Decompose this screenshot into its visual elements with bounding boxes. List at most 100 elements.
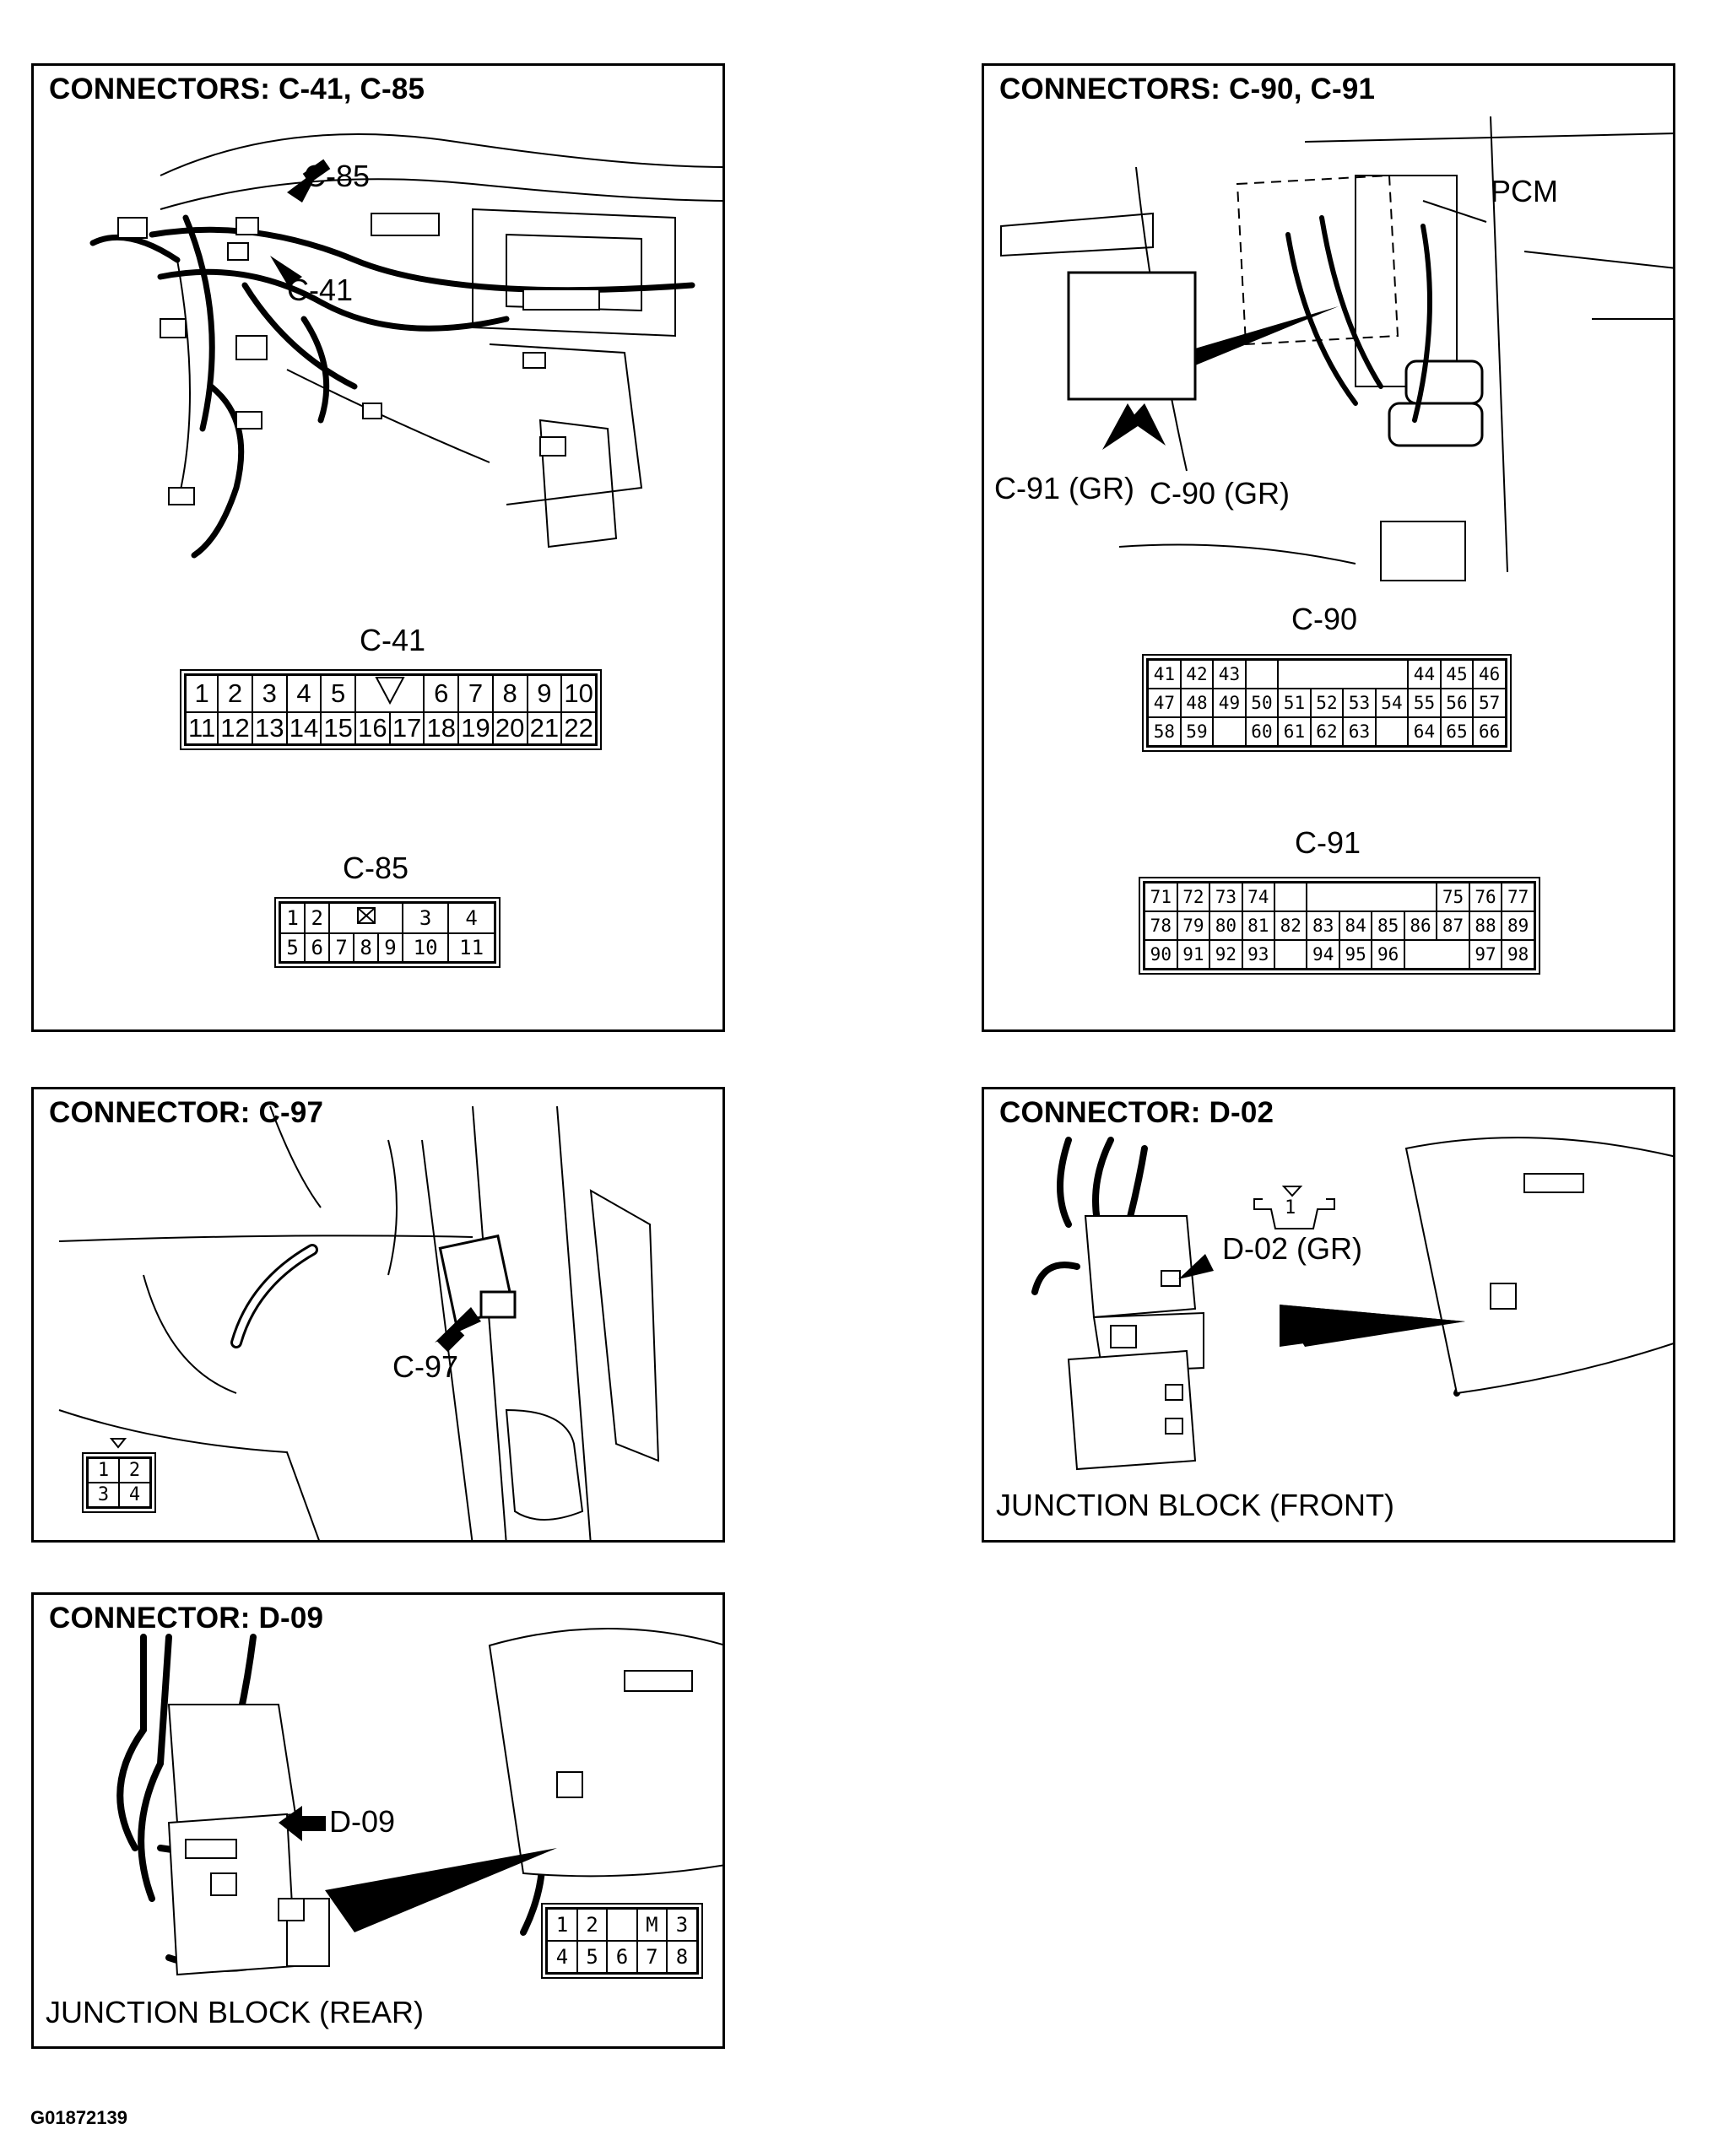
c85-pin: 9 xyxy=(377,932,403,964)
d09-pin: 6 xyxy=(606,1940,638,1975)
c41-pin: 6 xyxy=(423,673,460,713)
c90-pin: 65 xyxy=(1439,716,1475,748)
c41-pin: 12 xyxy=(217,711,253,746)
d09-pin: 7 xyxy=(636,1940,668,1975)
c91-pin: 94 xyxy=(1306,938,1340,970)
c91-callout: C-91 (GR) xyxy=(994,471,1135,505)
c91-pin: 97 xyxy=(1468,938,1503,970)
c91-pin: 89 xyxy=(1501,910,1536,941)
c41-callout: C-41 xyxy=(287,273,354,307)
pcm-callout: PCM xyxy=(1491,174,1558,208)
c91-pin: 86 xyxy=(1403,910,1438,941)
c91-pin: 87 xyxy=(1436,910,1470,941)
c41-row2: 11 12 13 14 15 16 17 18 19 20 21 22 xyxy=(184,711,598,746)
c90-row3: 58 59 60 61 62 63 64 65 66 xyxy=(1146,716,1507,748)
c91-pin: 75 xyxy=(1436,881,1470,913)
c91-pin: 88 xyxy=(1468,910,1503,941)
panel-title: CONNECTOR: D-09 xyxy=(49,1602,324,1635)
c91-pin: 74 xyxy=(1241,881,1276,913)
c90-pin: 54 xyxy=(1374,688,1410,718)
c41-pin: 8 xyxy=(491,673,528,713)
d09-row1: 1 2 M 3 xyxy=(545,1907,699,1942)
c85-pin: 10 xyxy=(401,932,450,964)
c90-pin: 56 xyxy=(1439,688,1475,718)
c85-pin: 11 xyxy=(447,932,496,964)
c41-pin: 4 xyxy=(285,673,322,713)
c90-pin: 50 xyxy=(1244,688,1280,718)
c41-pin: 13 xyxy=(251,711,288,746)
c91-pin: 79 xyxy=(1176,910,1211,941)
c85-pin: 7 xyxy=(328,932,355,964)
c41-pin: 17 xyxy=(388,711,425,746)
c91-pin xyxy=(1403,938,1470,970)
c91-pin: 71 xyxy=(1143,881,1178,913)
c91-pin: 95 xyxy=(1338,938,1373,970)
c97-pin: 4 xyxy=(118,1482,152,1509)
c41-pin: 18 xyxy=(423,711,460,746)
c90-pin: 64 xyxy=(1407,716,1442,748)
c41-pin: 3 xyxy=(251,673,288,713)
c91-pin xyxy=(1274,938,1308,970)
c91-pin: 90 xyxy=(1143,938,1178,970)
d02-callout: D-02 (GR) xyxy=(1222,1231,1363,1266)
figure-id: G01872139 xyxy=(30,2107,127,2128)
panel-c97: CONNECTOR: C-97 C-97 1 2 xyxy=(31,1087,725,1543)
c90-pin: 44 xyxy=(1407,658,1442,690)
d09-callout: D-09 xyxy=(329,1804,396,1839)
c90-lock-area xyxy=(1277,658,1410,690)
c91-pin: 78 xyxy=(1143,910,1178,941)
d09-pin: 4 xyxy=(545,1940,578,1975)
c85-pin: 4 xyxy=(447,901,496,935)
c85-pin: 8 xyxy=(353,932,380,964)
c41-pin: 11 xyxy=(184,711,219,746)
d09-pin: 5 xyxy=(576,1940,609,1975)
d02-caption: JUNCTION BLOCK (FRONT) xyxy=(996,1488,1394,1522)
c90-pin: 58 xyxy=(1146,716,1182,748)
c41-pin: 2 xyxy=(217,673,253,713)
d09-pin xyxy=(606,1907,638,1942)
d09-connector-face: 1 2 M 3 4 5 6 7 8 xyxy=(541,1903,703,1979)
panel-d02: CONNECTOR: D-02 xyxy=(982,1087,1675,1543)
c97-callout: C-97 xyxy=(392,1349,459,1384)
c85-row2: 5 6 7 8 9 10 11 xyxy=(279,932,496,964)
c41-connector-label: C-41 xyxy=(360,623,426,657)
d09-row2: 4 5 6 7 8 xyxy=(545,1940,699,1975)
c41-pin: 10 xyxy=(560,673,598,713)
d02-pin-label: 1 xyxy=(1285,1197,1296,1218)
c41-pin: 15 xyxy=(320,711,356,746)
c97-row1: 1 2 xyxy=(86,1456,152,1483)
c90-pin: 49 xyxy=(1212,688,1247,718)
c41-pin: 20 xyxy=(491,711,528,746)
c90-connector-face: 41 42 43 44 45 46 47 48 49 50 51 52 53 5… xyxy=(1142,654,1512,752)
c90-pin: 52 xyxy=(1309,688,1345,718)
c97-pin: 2 xyxy=(118,1456,152,1483)
pcm-location-illustration xyxy=(1000,116,1673,581)
c91-pin: 85 xyxy=(1371,910,1405,941)
c90-pin: 62 xyxy=(1309,716,1345,748)
c41-connector-face: 1 2 3 4 5 6 7 8 9 10 11 12 13 14 15 16 1… xyxy=(180,669,602,750)
c41-row1: 1 2 3 4 5 6 7 8 9 10 xyxy=(184,673,598,713)
c41-pin: 19 xyxy=(457,711,494,746)
d09-pin: 8 xyxy=(666,1940,699,1975)
c41-pin: 16 xyxy=(354,711,391,746)
c90-pin: 60 xyxy=(1244,716,1280,748)
c91-pin: 93 xyxy=(1241,938,1276,970)
c90-connector-label: C-90 xyxy=(1291,602,1358,636)
c91-pin: 72 xyxy=(1176,881,1211,913)
c91-pin: 81 xyxy=(1241,910,1276,941)
c91-pin: 84 xyxy=(1338,910,1373,941)
c91-pin: 98 xyxy=(1501,938,1536,970)
c91-lock-area xyxy=(1306,881,1438,913)
c41-pin: 1 xyxy=(184,673,219,713)
c90-pin: 51 xyxy=(1277,688,1312,718)
c91-pin: 73 xyxy=(1209,881,1243,913)
c85-callout: C-85 xyxy=(304,159,371,193)
c90-pin xyxy=(1374,716,1410,748)
c41-pin: 7 xyxy=(457,673,494,713)
c90-pin xyxy=(1212,716,1247,748)
c91-pin: 82 xyxy=(1274,910,1308,941)
c85-connector-face: 1 2 3 4 5 6 7 8 9 10 11 xyxy=(274,897,501,968)
panel-c90-c91: CONNECTORS: C-90, C-91 xyxy=(982,63,1675,1032)
panel-c41-c85: CONNECTORS: C-41, C-85 xyxy=(31,63,725,1032)
c97-connector-face: 1 2 3 4 xyxy=(82,1452,156,1513)
